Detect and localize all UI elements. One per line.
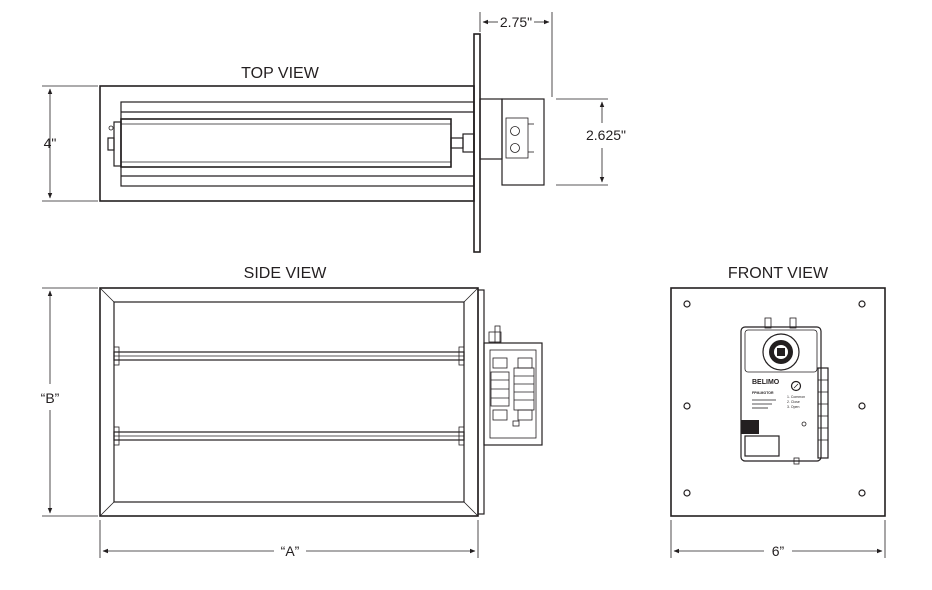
top-actuator-bracket (479, 98, 503, 160)
actuator-model: FPM-MOTOR (752, 391, 774, 395)
top-damper-inner (120, 101, 475, 187)
side-view-title: SIDE VIEW (244, 265, 328, 282)
top-mounting-plate (473, 33, 481, 253)
mounting-hole (683, 402, 691, 410)
top-damper-blade (120, 118, 452, 168)
actuator-height-dimension: 2.625" (586, 127, 626, 143)
top-view: TOP VIEW 4" 2. (42, 12, 626, 253)
mounting-hole (858, 489, 866, 497)
front-mounting-plate (670, 287, 886, 517)
side-height-dimension: “B” (41, 390, 60, 406)
mounting-hole (683, 489, 691, 497)
side-view: SIDE VIEW (41, 265, 543, 559)
front-width-dimension: 6” (772, 543, 785, 559)
actuator-depth-dimension: 2.75" (500, 14, 532, 30)
side-actuator-body (483, 342, 543, 446)
terminal-label-open: 3. Open (787, 405, 800, 409)
top-left-bearing (113, 121, 122, 167)
front-view: FRONT VIEW BELIMO FPM-MOTOR (670, 265, 886, 559)
front-view-title: FRONT VIEW (728, 265, 829, 282)
mounting-hole (683, 300, 691, 308)
side-width-dimension: “A” (281, 543, 300, 559)
top-actuator-body (501, 98, 545, 186)
top-view-title: TOP VIEW (241, 65, 320, 82)
side-mounting-plate (477, 289, 485, 515)
front-actuator: BELIMO FPM-MOTOR 1. Common 2. Close 3. O… (740, 317, 829, 465)
terminal-label-common: 1. Common (787, 395, 805, 399)
top-damper-body (99, 85, 475, 202)
side-frame-inner (113, 301, 465, 503)
terminal-label-close: 2. Close (787, 400, 800, 404)
actuator-brand: BELIMO (752, 379, 780, 386)
mounting-hole (858, 402, 866, 410)
front-actuator-body (740, 326, 822, 462)
top-height-dimension: 4" (44, 135, 57, 151)
side-frame-outer (99, 287, 479, 517)
top-shaft (450, 137, 464, 149)
mounting-hole (858, 300, 866, 308)
